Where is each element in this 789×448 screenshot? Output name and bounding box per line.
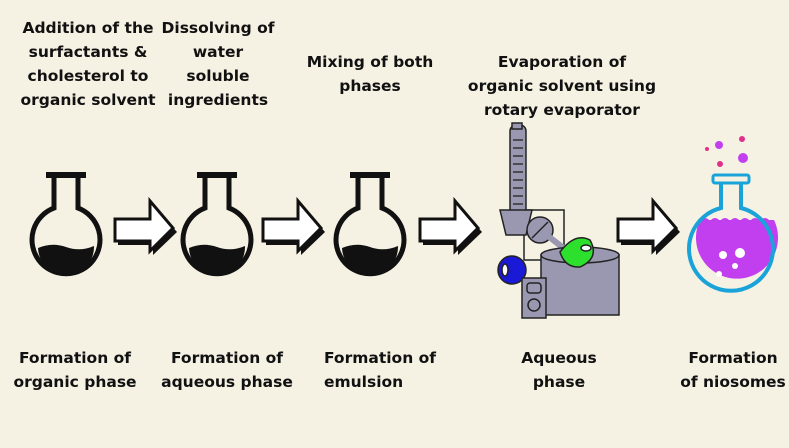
text-line: Aqueous bbox=[521, 349, 597, 367]
arrow-icon bbox=[418, 199, 484, 257]
flask-aqueous-phase bbox=[183, 172, 251, 275]
step-3-result: Formation of emulsion bbox=[324, 346, 436, 394]
flask-emulsion bbox=[336, 172, 404, 275]
step-1-result: Formation of organic phase bbox=[13, 346, 136, 394]
text-line: Dissolving of bbox=[161, 19, 275, 37]
step-3-description: Mixing of both phases bbox=[307, 50, 434, 98]
step-1-description: Addition of the surfactants & cholestero… bbox=[20, 16, 155, 112]
text-line: emulsion bbox=[323, 373, 404, 391]
rotary-evaporator-icon bbox=[497, 122, 620, 319]
text-line: organic phase bbox=[13, 373, 137, 391]
text-line: Formation of bbox=[323, 349, 437, 367]
text-line: cholesterol to bbox=[27, 67, 149, 85]
arrow-icon bbox=[113, 199, 179, 257]
arrow-icon bbox=[616, 199, 682, 257]
niosome-flask-icon bbox=[687, 136, 778, 293]
step-4-result: Aqueous phase bbox=[521, 346, 597, 394]
text-line: Addition of the bbox=[22, 19, 154, 37]
arrow-icon bbox=[261, 199, 327, 257]
text-line: Formation of bbox=[170, 349, 284, 367]
text-line: Mixing of both bbox=[306, 53, 434, 71]
step-2-result: Formation of aqueous phase bbox=[161, 346, 293, 394]
text-line: soluble bbox=[186, 67, 250, 85]
text-line: Evaporation of bbox=[497, 53, 627, 71]
flask-organic-phase bbox=[32, 172, 100, 275]
step-5-result: Formation of niosomes bbox=[680, 346, 786, 394]
text-line: phase bbox=[532, 373, 586, 391]
text-line: rotary evaporator bbox=[484, 101, 640, 119]
text-line: of niosomes bbox=[680, 373, 786, 391]
text-line: organic solvent bbox=[20, 91, 156, 109]
text-line: Formation of bbox=[18, 349, 132, 367]
step-4-description: Evaporation of organic solvent using rot… bbox=[468, 50, 656, 122]
text-line: aqueous phase bbox=[161, 373, 293, 391]
step-2-description: Dissolving of water soluble ingredients bbox=[162, 16, 275, 112]
text-line: Formation bbox=[688, 349, 778, 367]
text-line: surfactants & bbox=[28, 43, 148, 61]
text-line: organic solvent using bbox=[467, 77, 657, 95]
text-line: phases bbox=[339, 77, 401, 95]
text-line: water bbox=[192, 43, 244, 61]
text-line: ingredients bbox=[167, 91, 269, 109]
